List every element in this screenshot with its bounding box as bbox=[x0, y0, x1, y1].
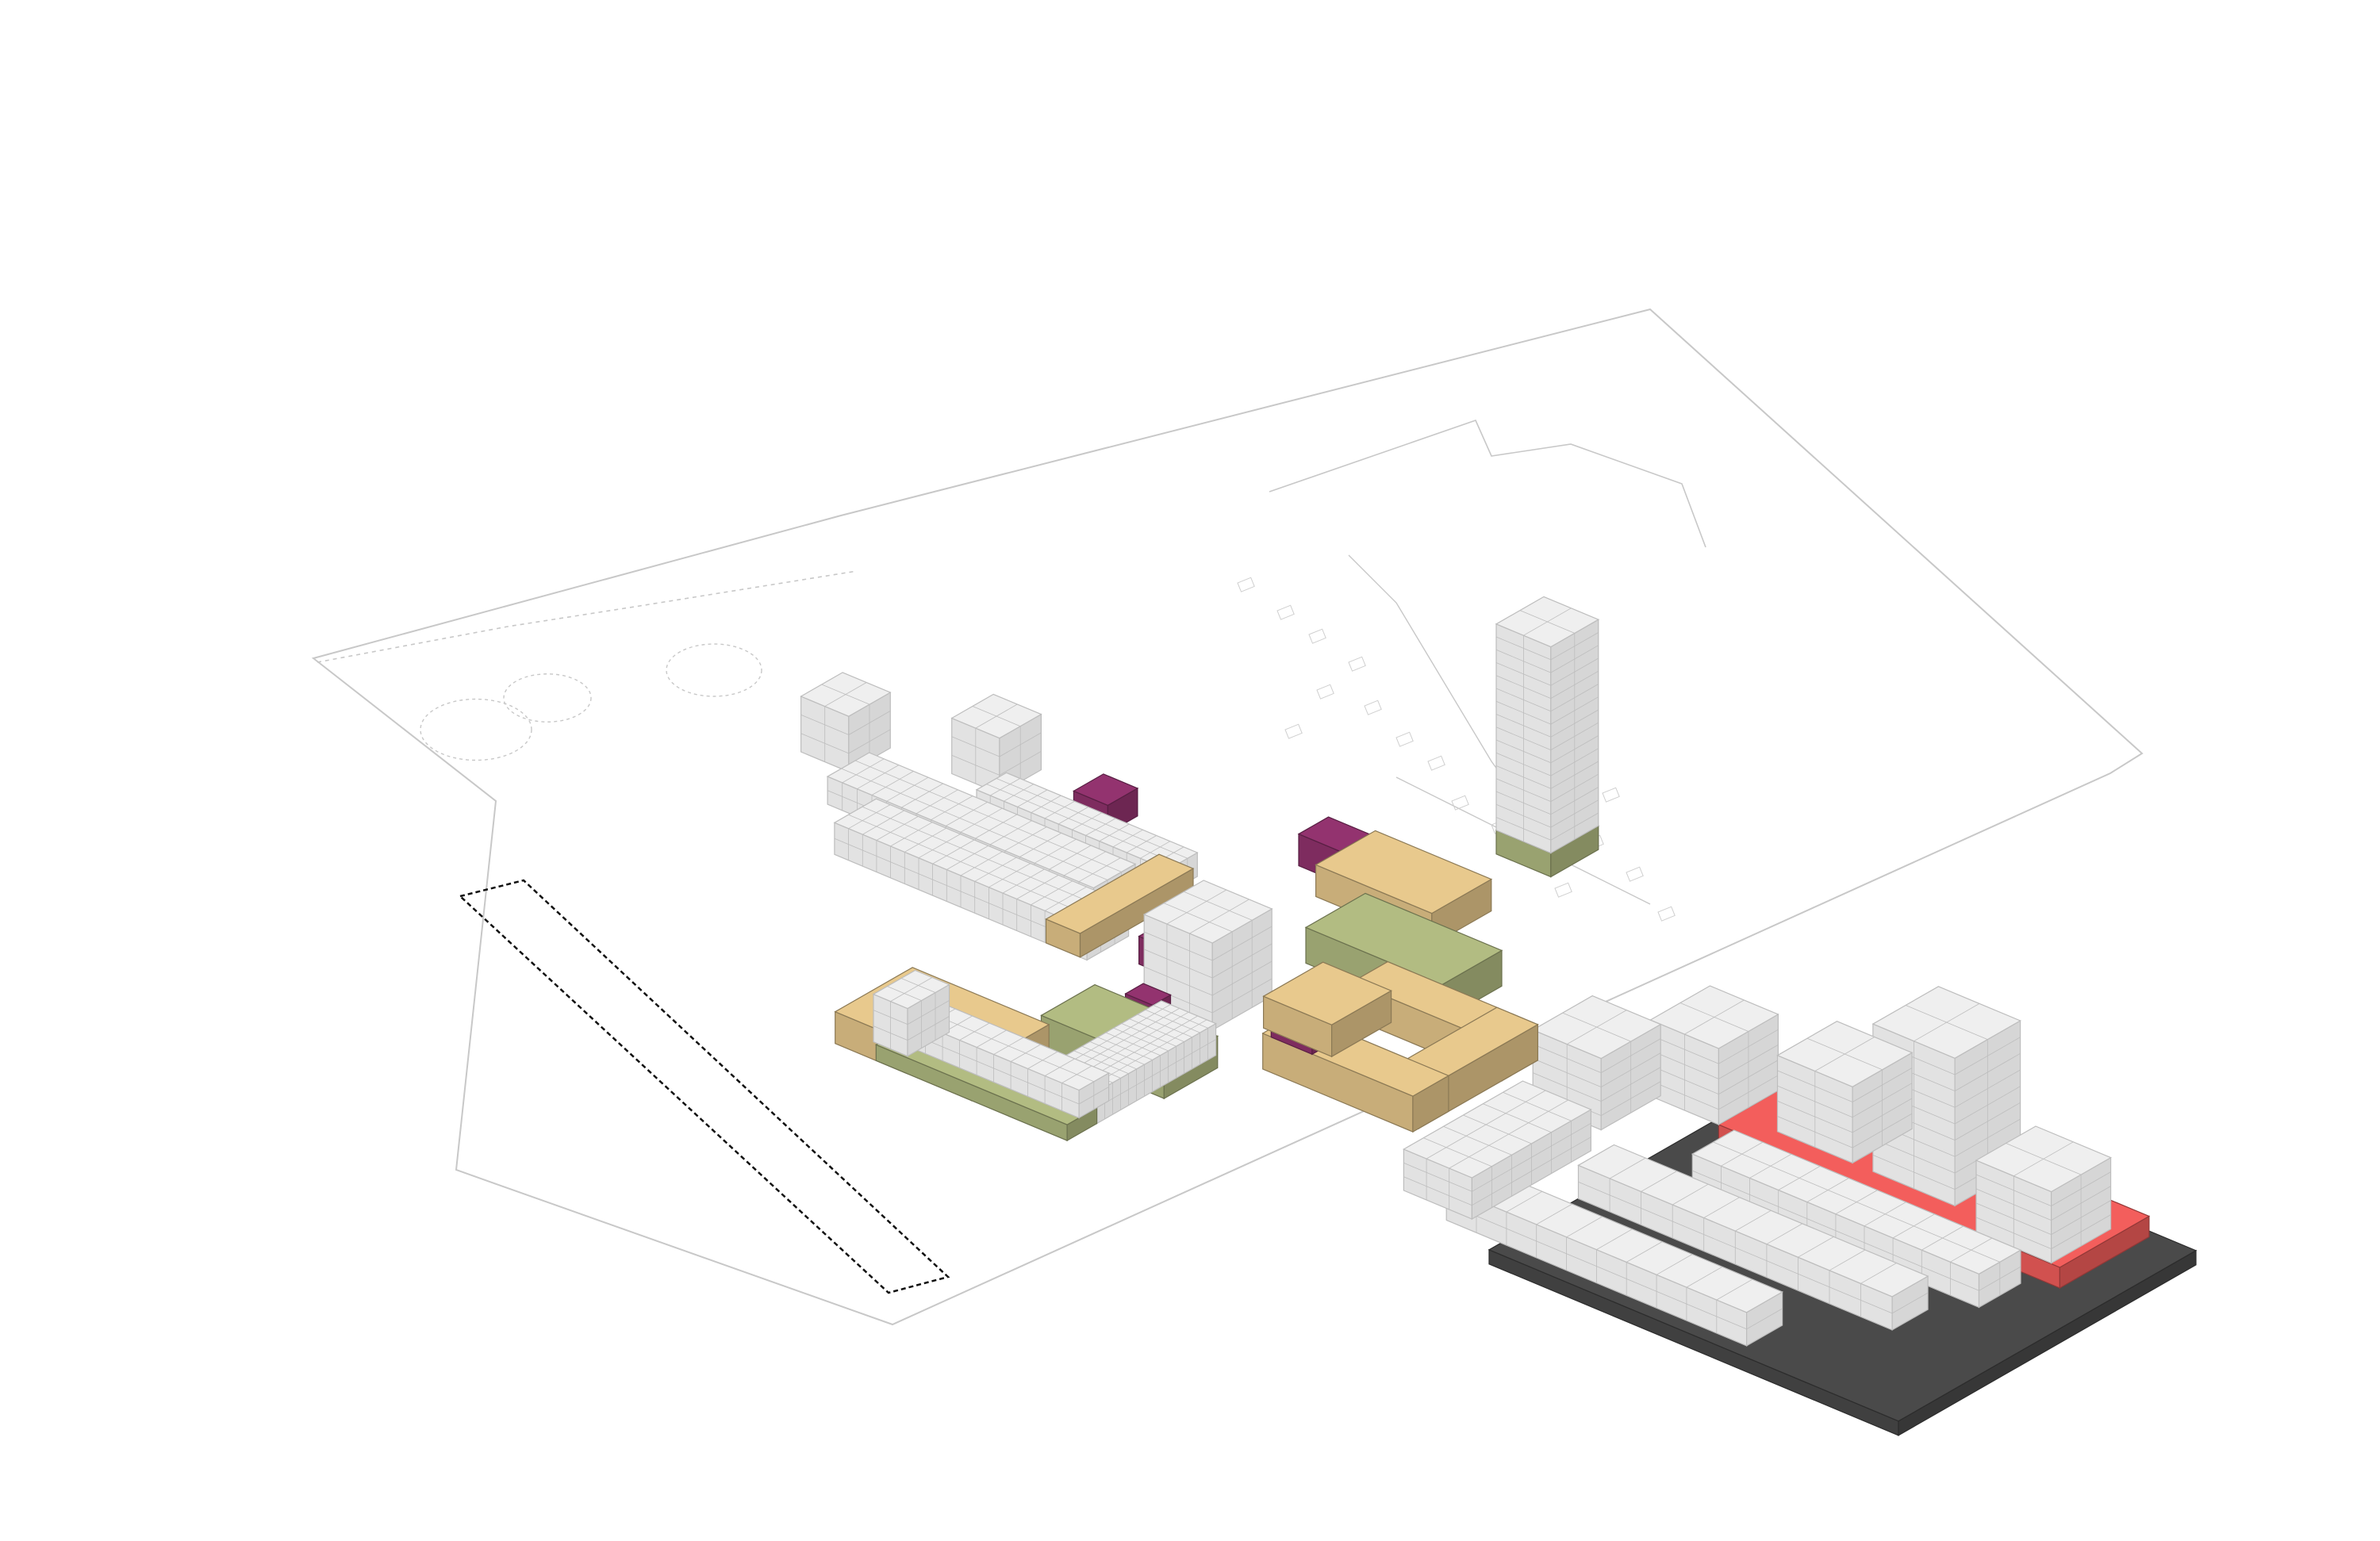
existing-building-footprint bbox=[1348, 656, 1366, 672]
site-outline bbox=[311, 308, 2144, 1326]
roundabout-outline bbox=[666, 643, 762, 697]
dashed-plot-outline bbox=[458, 879, 950, 1294]
existing-building-footprint bbox=[1395, 731, 1414, 747]
existing-building-footprint bbox=[1626, 866, 1644, 882]
corner-stack-south bbox=[872, 969, 950, 1057]
central-tower bbox=[1495, 596, 1600, 854]
east-tower-c bbox=[1975, 1125, 2112, 1264]
existing-building-footprint bbox=[1284, 723, 1303, 739]
dashed-plot-outline bbox=[458, 879, 950, 1294]
east-block-west bbox=[1403, 1080, 1592, 1221]
sand-connector-west bbox=[1045, 853, 1195, 958]
site-path-dashed bbox=[317, 570, 858, 663]
roundabout-outline bbox=[503, 673, 592, 723]
west-tower-small-a bbox=[800, 672, 892, 773]
existing-building-footprint bbox=[1657, 906, 1676, 922]
existing-building-footprint bbox=[1451, 795, 1469, 811]
existing-building-footprint bbox=[1602, 787, 1620, 803]
building-massing bbox=[800, 596, 2198, 1436]
roundabout-outline bbox=[420, 698, 532, 761]
sand-block-center-south bbox=[1262, 961, 1392, 1058]
existing-footprint-line bbox=[1269, 420, 1706, 548]
existing-building-footprint bbox=[1276, 604, 1295, 620]
existing-building-footprint bbox=[1316, 684, 1334, 700]
existing-building-footprint bbox=[1237, 577, 1255, 592]
site-boundary-line bbox=[311, 308, 2144, 1326]
existing-building-footprint bbox=[1554, 882, 1572, 898]
existing-building-footprint bbox=[1427, 755, 1445, 771]
east-tower-b bbox=[1776, 1021, 1914, 1164]
existing-building-footprint bbox=[1308, 628, 1326, 644]
east-row-houses-south bbox=[1445, 1165, 1783, 1347]
east-tower-a bbox=[1649, 985, 1779, 1126]
east-row-houses-mid bbox=[1577, 1144, 1929, 1331]
existing-building-footprint bbox=[1364, 700, 1382, 715]
